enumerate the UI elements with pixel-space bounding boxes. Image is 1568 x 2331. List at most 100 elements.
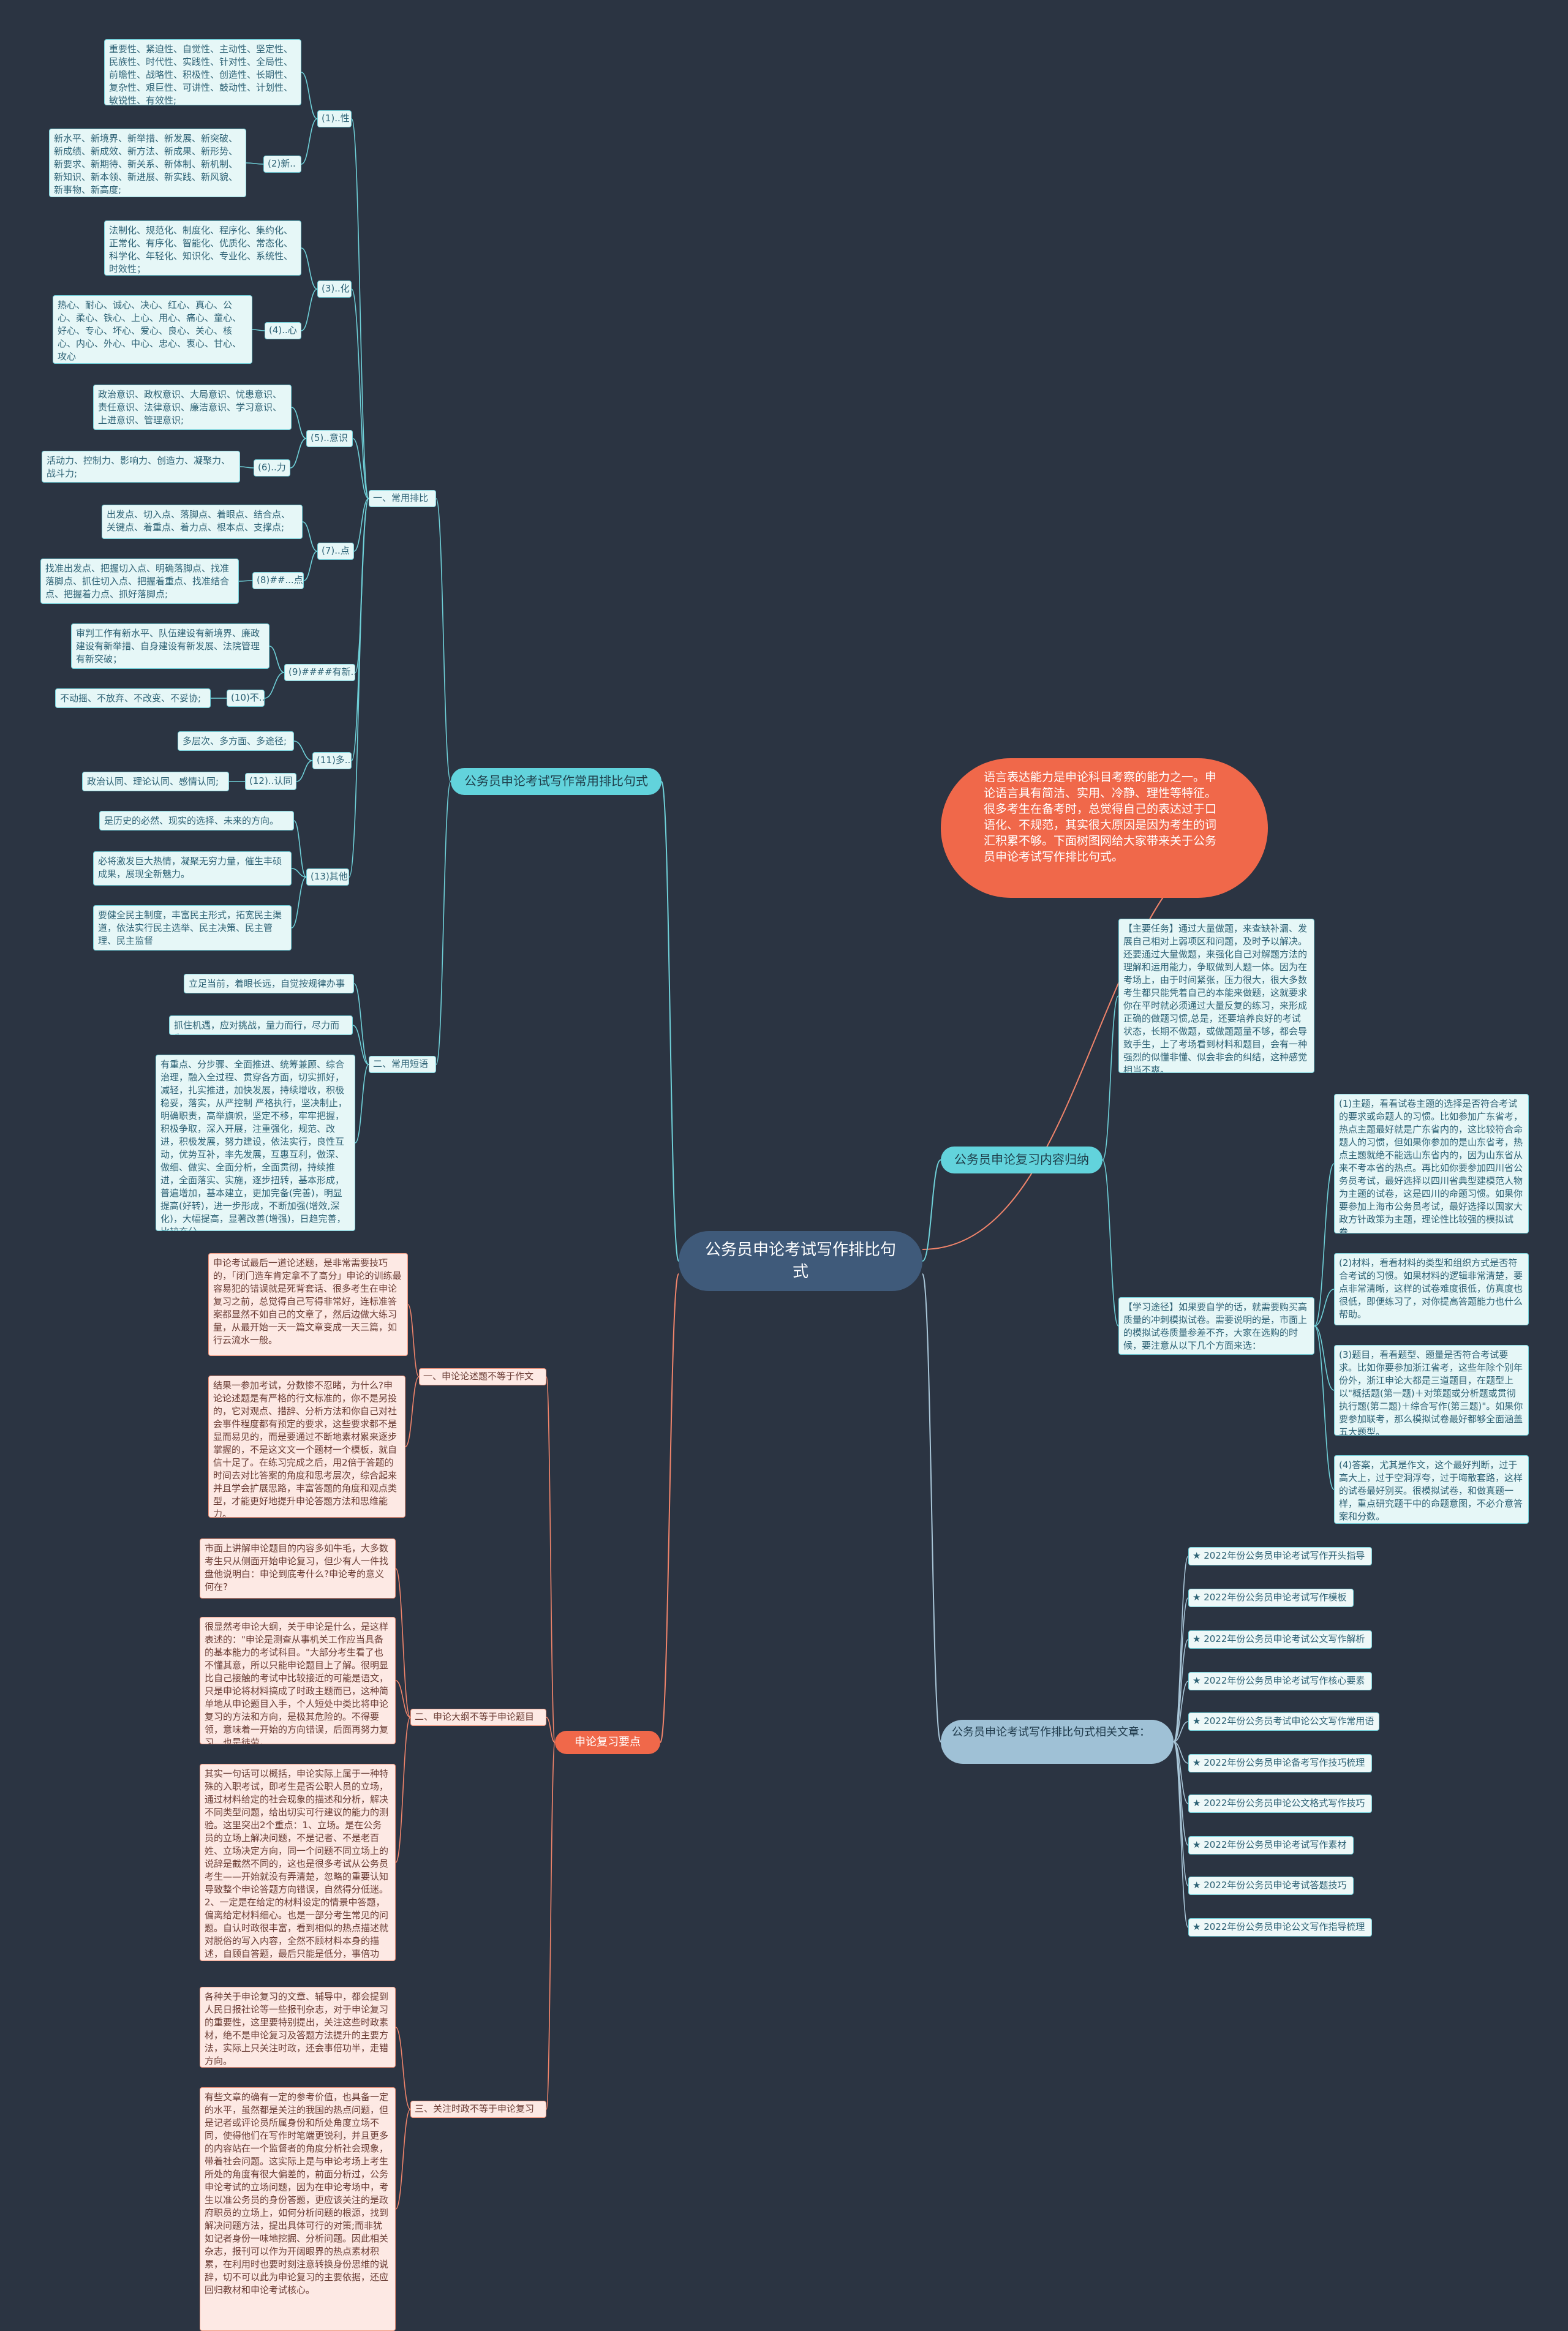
- leaf-xin-words[interactable]: 新水平、新境界、新举措、新发展、新突破、新成绩、新成效、新方法、新成果、新形势、…: [49, 129, 246, 197]
- connector-line: [351, 288, 369, 499]
- summary-task[interactable]: 【主要任务】通过大量做题，来查缺补漏、发展自己相对上弱项区和问题，及时予以解决。…: [1118, 919, 1314, 1073]
- connector-line: [1314, 1289, 1335, 1327]
- item-other[interactable]: (13)其他: [306, 868, 349, 886]
- item-rentong[interactable]: (12)..认同: [245, 773, 296, 790]
- intro-node[interactable]: 语言表达能力是申论科目考察的能力之一。申论语言具有简洁、实用、冷静、理性等特征。…: [941, 758, 1268, 898]
- summary-method-2[interactable]: (2)材料，看看材料的类型和组织方式是否符合考试的习惯。如果材料的逻辑非常清楚，…: [1334, 1253, 1529, 1325]
- branch-summary-label: 公务员申论复习内容归纳: [954, 1152, 1089, 1167]
- connector-line: [301, 72, 318, 119]
- connector-line: [291, 876, 307, 928]
- connector-line: [352, 438, 369, 499]
- leaf-phrase-3[interactable]: 有重点、分步骤、全面推进、统筹兼顾、综合治理，融入全过程、贯穿各方面，切实抓好，…: [156, 1055, 355, 1231]
- connector-line: [293, 820, 307, 878]
- related-article-1[interactable]: ★ 2022年份公务员申论考试写作开头指导: [1188, 1547, 1372, 1565]
- related-article-8[interactable]: ★ 2022年份公务员申论考试写作素材: [1188, 1836, 1354, 1855]
- connector-line: [352, 1025, 369, 1065]
- root-topic[interactable]: 公务员申论考试写作排比句式: [679, 1231, 922, 1291]
- leaf-dian-words[interactable]: 出发点、切入点、落脚点、着眼点、结合点、关键点、着重点、着力点、根本点、支撑点;: [102, 505, 303, 539]
- branch-points-label: 申论复习要点: [575, 1736, 641, 1749]
- leaf-other-1[interactable]: 是历史的必然、现实的选择、未来的方向。: [99, 811, 294, 830]
- leaf-duo-words[interactable]: 多层次、多方面、多途径;: [178, 731, 294, 751]
- connector-line: [395, 2027, 411, 2110]
- connector-line: [303, 551, 318, 581]
- item-xin[interactable]: (2)新..: [263, 156, 301, 173]
- related-article-4[interactable]: ★ 2022年份公务员申论考试写作核心要素: [1188, 1672, 1372, 1690]
- point-essay-text-2[interactable]: 结果一参加考试，分数惨不忍睹，为什么?申论论述题是有严格的行文标准的，你不是另投…: [208, 1376, 405, 1518]
- point-outline-text-2[interactable]: 很显然考申论大纲，关于申论是什么，是这样表述的："申论是测查从事机关工作应当具备…: [200, 1617, 396, 1744]
- branch-review-points[interactable]: 申论复习要点: [555, 1731, 660, 1754]
- item-you-xin[interactable]: (9)####有新..: [284, 664, 356, 681]
- item-xing[interactable]: (1)..性: [317, 110, 352, 127]
- connector-line: [264, 672, 285, 699]
- intro-text: 语言表达能力是申论科目考察的能力之一。申论语言具有简洁、实用、冷静、理性等特征。…: [984, 770, 1217, 864]
- summary-method-4[interactable]: (4)答案，尤其是作文，这个最好判断，过于高大上，过于空洞浮夸，过于晦散套路，这…: [1334, 1455, 1529, 1524]
- branch-common-sentences[interactable]: 公务员申论考试写作常用排比句式: [451, 768, 662, 795]
- connector-line: [246, 162, 264, 165]
- item-dian[interactable]: (7)..点: [317, 543, 354, 560]
- connector-line: [353, 498, 369, 552]
- leaf-phrase-2[interactable]: 抓住机遇，应对挑战，量力而行，尽力而为: [169, 1015, 353, 1035]
- leaf-other-2[interactable]: 必将激发巨大热情，凝聚无穷力量，催生丰硕成果，展现全新魅力。: [93, 851, 292, 886]
- connector-line: [301, 288, 318, 331]
- item-bu[interactable]: (10)不..: [227, 690, 265, 707]
- summary-method-3[interactable]: (3)题目，看看题型、题量是否符合考试要求。比如你要参加浙江省考，这些年除个别年…: [1334, 1345, 1529, 1436]
- connector-line: [351, 118, 369, 499]
- connector-line: [291, 868, 307, 878]
- leaf-li-words[interactable]: 活动力、控制力、影响力、创造力、凝聚力、战斗力;: [42, 451, 240, 483]
- branch-related-articles[interactable]: 公务员申论考试写作排比句式相关文章：: [941, 1720, 1174, 1764]
- item-hua[interactable]: (3)..化: [317, 281, 352, 298]
- related-article-10[interactable]: ★ 2022年份公务员申论公文写作指导梳理: [1188, 1918, 1372, 1937]
- related-article-2[interactable]: ★ 2022年份公务员申论考试写作模板: [1188, 1589, 1354, 1607]
- branch-summary[interactable]: 公务员申论复习内容归纳: [941, 1147, 1102, 1173]
- item-duo[interactable]: (11)多..: [312, 752, 352, 769]
- connector-line: [1173, 1597, 1189, 1742]
- connector-line: [1102, 1159, 1119, 1327]
- connector-line: [353, 983, 369, 1065]
- leaf-rentong-words[interactable]: 政治认同、理论认同、感情认同;: [82, 772, 229, 791]
- leaf-hua-words[interactable]: 法制化、规范化、制度化、程序化、集约化、正常化、有序化、智能化、优质化、常态化、…: [104, 220, 301, 276]
- connector-line: [1173, 1741, 1189, 1886]
- related-article-9[interactable]: ★ 2022年份公务员申论考试答题技巧: [1188, 1877, 1354, 1895]
- leaf-xing-words[interactable]: 重要性、紧迫性、自觉性、主动性、坚定性、民族性、时代性、实践性、针对性、全局性、…: [104, 39, 301, 105]
- connector-line: [660, 1273, 679, 1743]
- related-article-6[interactable]: ★ 2022年份公务员申论备考写作技巧梳理: [1188, 1754, 1372, 1772]
- point-affairs-text-1[interactable]: 各种关于申论复习的文章、辅导中，都会提到人民日报社论等一些报刊杂志，对于申论复习…: [200, 1987, 396, 2068]
- connector-line: [296, 760, 313, 782]
- summary-method[interactable]: 【学习途径】如果要自学的话，就需要购买高质量的冲刺模拟试卷。需要说明的是，市面上…: [1118, 1297, 1314, 1355]
- section-common-phrases[interactable]: 二、常用短语: [369, 1056, 436, 1073]
- leaf-you-xin-words[interactable]: 审判工作有新水平、队伍建设有新境界、廉政建设有新举措、自身建设有新发展、法院管理…: [71, 623, 270, 669]
- connector-line: [301, 247, 318, 290]
- branch-related-label: 公务员申论考试写作排比句式相关文章：: [952, 1726, 1150, 1739]
- connector-line: [291, 407, 307, 439]
- leaf-yishi-words[interactable]: 政治意识、政权意识、大局意识、忧患意识、责任意识、法律意识、廉洁意识、学习意识、…: [93, 385, 292, 430]
- related-article-7[interactable]: ★ 2022年份公务员申论公文格式写作技巧: [1188, 1794, 1372, 1813]
- connector-line: [1173, 1639, 1189, 1742]
- point-outline[interactable]: 二、申论大纲不等于申论题目: [410, 1709, 546, 1726]
- item-li[interactable]: (6)..力: [254, 459, 290, 476]
- leaf-other-3[interactable]: 要健全民主制度，丰富民主形式，拓宽民主渠道，依法实行民主选举、民主决策、民主管理…: [93, 905, 292, 951]
- connector-line: [546, 1717, 556, 1743]
- point-outline-text-3[interactable]: 其实一句话可以概括，申论实际上属于一种特殊的入职考试，即考生是否公职人员的立场，…: [200, 1764, 396, 1961]
- related-article-5[interactable]: ★ 2022年份公务员考试申论公文写作常用语: [1188, 1712, 1379, 1731]
- connector-line: [269, 646, 285, 673]
- leaf-phrase-1[interactable]: 立足当前，着眼长远，自觉按规律办事: [184, 974, 354, 993]
- summary-method-1[interactable]: (1)主题，看看试卷主题的选择是否符合考试的要求或命题人的习惯。比如参加广东省考…: [1334, 1094, 1529, 1233]
- leaf-dian-hash-words[interactable]: 找准出发点、把握切入点、明确落脚点、找准落脚点、抓住切入点、把握着重点、找准结合…: [40, 559, 239, 604]
- leaf-bu-words[interactable]: 不动摇、不放弃、不改变、不妥协;: [55, 688, 211, 708]
- point-outline-text-1[interactable]: 市面上讲解申论题目的内容多如牛毛，大多数考生只从侧面开始申论复习，但少有人一件找…: [200, 1538, 396, 1599]
- connector-line: [922, 1273, 941, 1742]
- item-dian-hash[interactable]: (8)##...点: [252, 572, 304, 589]
- section-common-parallel[interactable]: 一、常用排比: [369, 490, 436, 507]
- item-xin-heart[interactable]: (4)..心: [265, 322, 301, 339]
- point-affairs-text-2[interactable]: 有些文章的确有一定的参考价值，也具备一定的水平，虽然都是关注的我国的热点问题，但…: [200, 2087, 396, 2331]
- leaf-xin-heart-words[interactable]: 热心、耐心、诚心、决心、红心、真心、公心、柔心、铁心、上心、用心、痛心、童心、好…: [53, 295, 252, 364]
- related-article-3[interactable]: ★ 2022年份公务员申论考试公文写作解析: [1188, 1630, 1372, 1649]
- connector-line: [302, 521, 318, 552]
- connector-line: [395, 2109, 411, 2210]
- point-current-affairs[interactable]: 三、关注时政不等于申论复习: [410, 2101, 546, 2118]
- connector-line: [1173, 1721, 1189, 1742]
- point-essay-text-1[interactable]: 申论考试最后一道论述题，是非常需要技巧的，「闭门造车肯定拿不了高分」申论的训练最…: [208, 1253, 408, 1356]
- point-essay[interactable]: 一、申论论述题不等于作文: [419, 1368, 546, 1385]
- item-yishi[interactable]: (5)..意识: [306, 430, 353, 447]
